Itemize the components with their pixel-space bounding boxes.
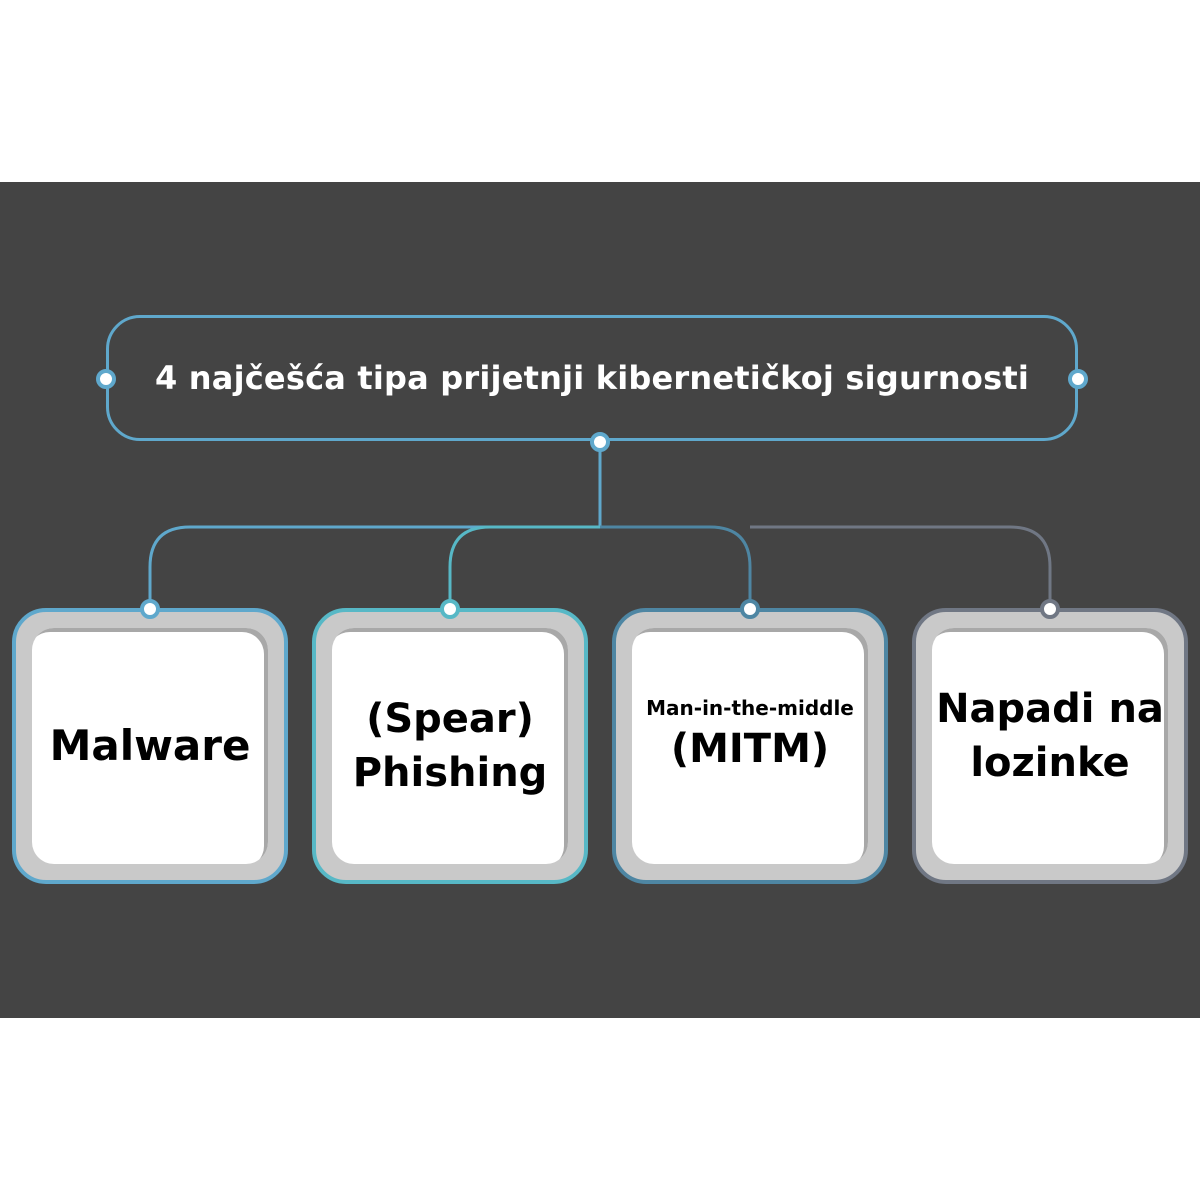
- title-box: 4 najčešća tipa prijetnji kibernetičkoj …: [106, 315, 1078, 441]
- card-passwords-label-line2: lozinke: [970, 740, 1130, 786]
- card-phishing-label-line1: (Spear): [366, 696, 534, 742]
- title-right-node: [1068, 369, 1088, 389]
- card-passwords: Napadi na lozinke: [912, 608, 1188, 884]
- card-malware: Malware: [12, 608, 288, 884]
- card-phishing-face: (Spear) Phishing: [332, 628, 568, 864]
- connector-malware: [148, 525, 600, 608]
- title-bottom-node: [590, 432, 610, 452]
- title-left-node: [96, 369, 116, 389]
- diagram-title: 4 najčešća tipa prijetnji kibernetičkoj …: [155, 359, 1029, 397]
- card-phishing: (Spear) Phishing: [312, 608, 588, 884]
- connector-mitm: [600, 525, 752, 608]
- card-mitm-node: [740, 599, 760, 619]
- card-malware-node: [140, 599, 160, 619]
- card-malware-label: Malware: [49, 720, 251, 770]
- card-passwords-label-line1: Napadi na: [936, 686, 1164, 732]
- connector-passwords: [750, 525, 1052, 608]
- connector-phishing: [448, 525, 600, 608]
- card-mitm-face: Man-in-the-middle (MITM): [632, 628, 868, 864]
- card-phishing-node: [440, 599, 460, 619]
- card-mitm: Man-in-the-middle (MITM): [612, 608, 888, 884]
- card-phishing-label-line2: Phishing: [352, 750, 548, 796]
- card-passwords-face: Napadi na lozinke: [932, 628, 1168, 864]
- card-malware-face: Malware: [32, 628, 268, 864]
- card-mitm-label-line2: (MITM): [670, 726, 830, 772]
- card-mitm-label-line1: Man-in-the-middle: [646, 696, 854, 720]
- card-passwords-node: [1040, 599, 1060, 619]
